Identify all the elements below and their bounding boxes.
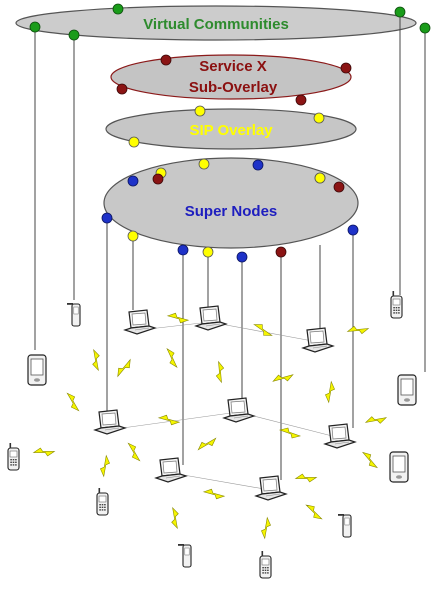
wireless-link-icon [279,427,301,439]
laptops [94,305,356,501]
pda-icon [397,374,417,406]
service-x-label-line1: Service X [199,58,267,75]
virtual-communities-ellipse [15,5,417,41]
wireless-link-icon [203,487,225,501]
mobile-phone-icon [66,302,81,327]
wireless-link-icon [158,413,180,427]
laptop-icon [155,457,187,483]
laptop-icon [195,305,227,331]
wireless-link-icon [196,432,218,456]
virtual-communities-nodes [29,3,431,41]
sip-overlay-label: SIP Overlay [189,122,273,139]
super-nodes-label: Super Nodes [185,203,278,220]
super-nodes-blue-nodes [101,159,359,263]
wireless-link-icon [251,322,275,338]
wireless-link-icon [61,391,85,413]
wireless-link-icon [358,450,382,470]
laptop-icon [223,397,255,423]
wireless-link-icon [115,356,133,380]
service-x-ellipse [110,54,352,100]
wireless-link-icon [32,443,56,461]
sip-overlay-ellipse [105,108,357,150]
super-nodes-red-nodes [152,173,345,258]
wireless-link-icon [98,454,112,478]
laptop-icon [324,423,356,449]
pda-icon [27,354,47,386]
mobile-phone-icon [259,550,272,579]
service-x-label-line2: Sub-Overlay [189,79,278,96]
mobile-phone-icon [7,442,20,471]
vertical-connection-lines [34,12,426,480]
wireless-link-icon [165,506,185,530]
super-nodes-yellow-nodes [314,172,326,184]
wireless-link-icon [210,360,230,384]
wireless-link-icon [122,441,146,463]
laptop-icon [94,409,126,435]
handheld-devices [7,290,417,579]
wireless-link-icon [161,347,183,369]
wireless-link-icon [346,320,370,340]
virtual-communities-label: Virtual Communities [143,16,289,33]
service-x-nodes [116,54,352,106]
wireless-link-icon [86,348,106,372]
laptop-icon [124,309,156,335]
pda-icon [389,451,409,483]
wireless-link-icon [271,367,295,389]
mobile-phone-icon [177,543,192,568]
wireless-link-icon [323,380,337,404]
wireless-link-icon [302,502,326,522]
wireless-link-icon [294,469,318,487]
wireless-link-icon [259,516,273,540]
wireless-link-icon [167,311,189,325]
mobile-phone-icon [337,513,352,538]
super-nodes-ellipse [103,157,359,249]
wireless-link-icon [364,410,388,430]
mobile-phone-icon [390,290,403,319]
mobile-phone-icon [96,487,109,516]
